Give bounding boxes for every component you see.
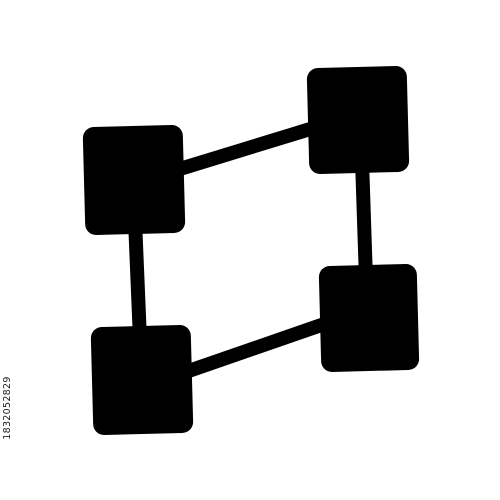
connector-top: [167, 119, 323, 179]
node-bottom-left: [90, 324, 194, 436]
connector-left: [128, 219, 147, 341]
node-bottom-right: [318, 264, 420, 372]
connector-bottom: [177, 315, 333, 381]
stock-id-label: 1832052829: [2, 376, 13, 440]
node-squares: [82, 65, 420, 436]
node-top-right: [306, 65, 410, 175]
node-top-left: [82, 124, 186, 236]
connector-lines: [128, 119, 373, 381]
connector-right: [355, 159, 373, 281]
